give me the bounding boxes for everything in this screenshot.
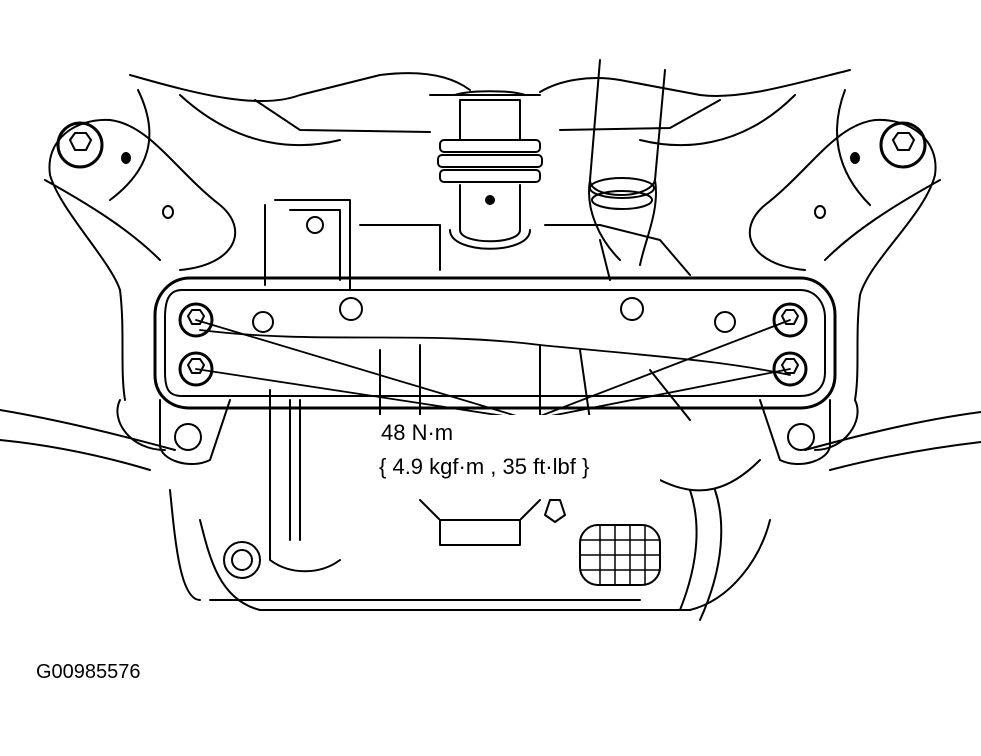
right-mount-bracket bbox=[748, 118, 981, 471]
crossmember-bolt-upper-right bbox=[772, 302, 808, 338]
crossmember bbox=[153, 276, 837, 465]
crossmember-bolt-lower-right bbox=[772, 351, 808, 387]
crossmember-bolt-lower-left bbox=[178, 351, 214, 387]
torque-value-label: 48 N·m bbox=[381, 420, 454, 445]
top-right-bolt bbox=[879, 121, 927, 169]
driveshaft-coupling bbox=[437, 90, 543, 250]
oil-pan-grid bbox=[579, 524, 661, 586]
transmission-housing bbox=[264, 199, 761, 573]
bracket-holes bbox=[121, 152, 860, 219]
body-outline bbox=[109, 69, 871, 206]
torque-label-backing bbox=[370, 415, 660, 487]
left-mount-bracket bbox=[0, 118, 237, 471]
exhaust-pipe bbox=[588, 59, 666, 266]
oil-pan bbox=[169, 489, 771, 621]
crossmember-bolt-upper-left bbox=[178, 302, 214, 338]
torque-alternate-units-label: { 4.9 kgf·m , 35 ft·lbf } bbox=[379, 454, 590, 479]
torque-leader-lines bbox=[195, 319, 791, 421]
figure-id-label: G00985576 bbox=[36, 661, 141, 683]
top-left-bolt bbox=[56, 121, 104, 169]
